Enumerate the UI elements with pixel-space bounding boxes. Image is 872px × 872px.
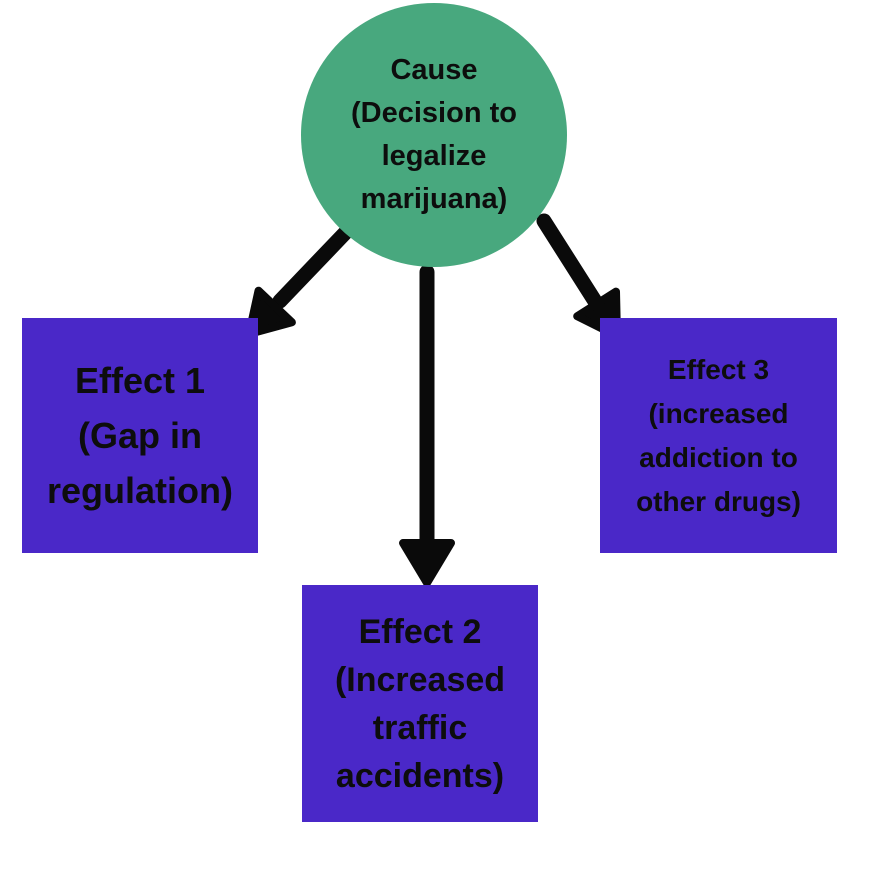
effect-3-node: Effect 3 (increased addiction to other d… — [600, 318, 837, 553]
arrow-cause-to-effect-2 — [399, 264, 455, 587]
effect-2-node-label: Effect 2 (Increased traffic accidents) — [334, 612, 506, 795]
effect-3-node-label: Effect 3 (increased addiction to other d… — [636, 353, 801, 517]
arrow-cause-to-effect-1 — [245, 224, 354, 338]
effect-2-node: Effect 2 (Increased traffic accidents) — [302, 585, 538, 822]
cause-node: Cause (Decision to legalize marijuana) — [301, 3, 567, 267]
cause-node-label: Cause (Decision to legalize marijuana) — [351, 54, 517, 215]
effect-1-node: Effect 1 (Gap in regulation) — [22, 318, 258, 553]
effect-1-node-label: Effect 1 (Gap in regulation) — [47, 360, 233, 511]
